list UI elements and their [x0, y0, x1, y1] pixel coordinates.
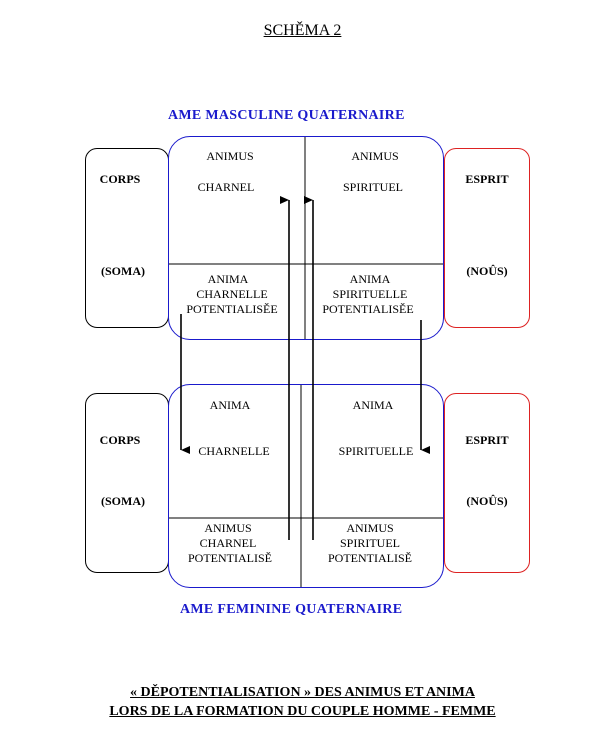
lower-br-line2: SPIRITUEL [340, 536, 400, 550]
upper-br-line1: ANIMA [349, 272, 391, 286]
upper-bl-line2: CHARNELLE [196, 287, 268, 301]
lower-bl-line2: CHARNEL [199, 536, 257, 550]
lower-br-line1: ANIMUS [346, 521, 394, 535]
footer-line2: LORS DE LA FORMATION DU COUPLE HOMME - F… [109, 704, 496, 719]
footer-line1: « DĚPOTENTIALISATION » DES ANIMUS ET ANI… [130, 685, 475, 700]
schema-title: SCHĚMA 2 [263, 22, 342, 39]
upper-tr-line1: ANIMUS [351, 149, 399, 163]
upper-esprit-box [444, 148, 530, 328]
upper-bl-line3: POTENTIALISĚE [186, 302, 278, 316]
upper-tr-line2: SPIRITUEL [343, 180, 403, 194]
lower-ame-box [168, 384, 444, 588]
upper-bl-line1: ANIMA [207, 272, 249, 286]
upper-br-line2: SPIRITUELLE [332, 287, 408, 301]
lower-esprit-box [444, 393, 530, 573]
upper-tl-line2: CHARNEL [197, 180, 255, 194]
lower-tl-line1: ANIMA [209, 398, 251, 412]
upper-soma-label: (SOMA) [101, 264, 145, 278]
lower-esprit-label: ESPRIT [465, 433, 509, 447]
lower-tr-line1: ANIMA [352, 398, 394, 412]
upper-tl-line1: ANIMUS [206, 149, 254, 163]
upper-nous-label: (NOÛS) [466, 264, 508, 278]
upper-ame-box [168, 136, 444, 340]
lower-br-line3: POTENTIALISĚ [328, 551, 412, 565]
lower-bl-line3: POTENTIALISĚ [188, 551, 272, 565]
top-label: AME MASCULINE QUATERNAIRE [168, 108, 405, 123]
lower-soma-label: (SOMA) [101, 494, 145, 508]
lower-bl-line1: ANIMUS [204, 521, 252, 535]
upper-br-line3: POTENTIALISĚE [322, 302, 414, 316]
lower-tl-line2: CHARNELLE [198, 444, 270, 458]
upper-esprit-label: ESPRIT [465, 172, 509, 186]
lower-nous-label: (NOÛS) [466, 494, 508, 508]
lower-corps-label: CORPS [99, 433, 141, 447]
upper-corps-label: CORPS [99, 172, 141, 186]
lower-tr-line2: SPIRITUELLE [338, 444, 414, 458]
bottom-label: AME FEMININE QUATERNAIRE [180, 602, 403, 617]
